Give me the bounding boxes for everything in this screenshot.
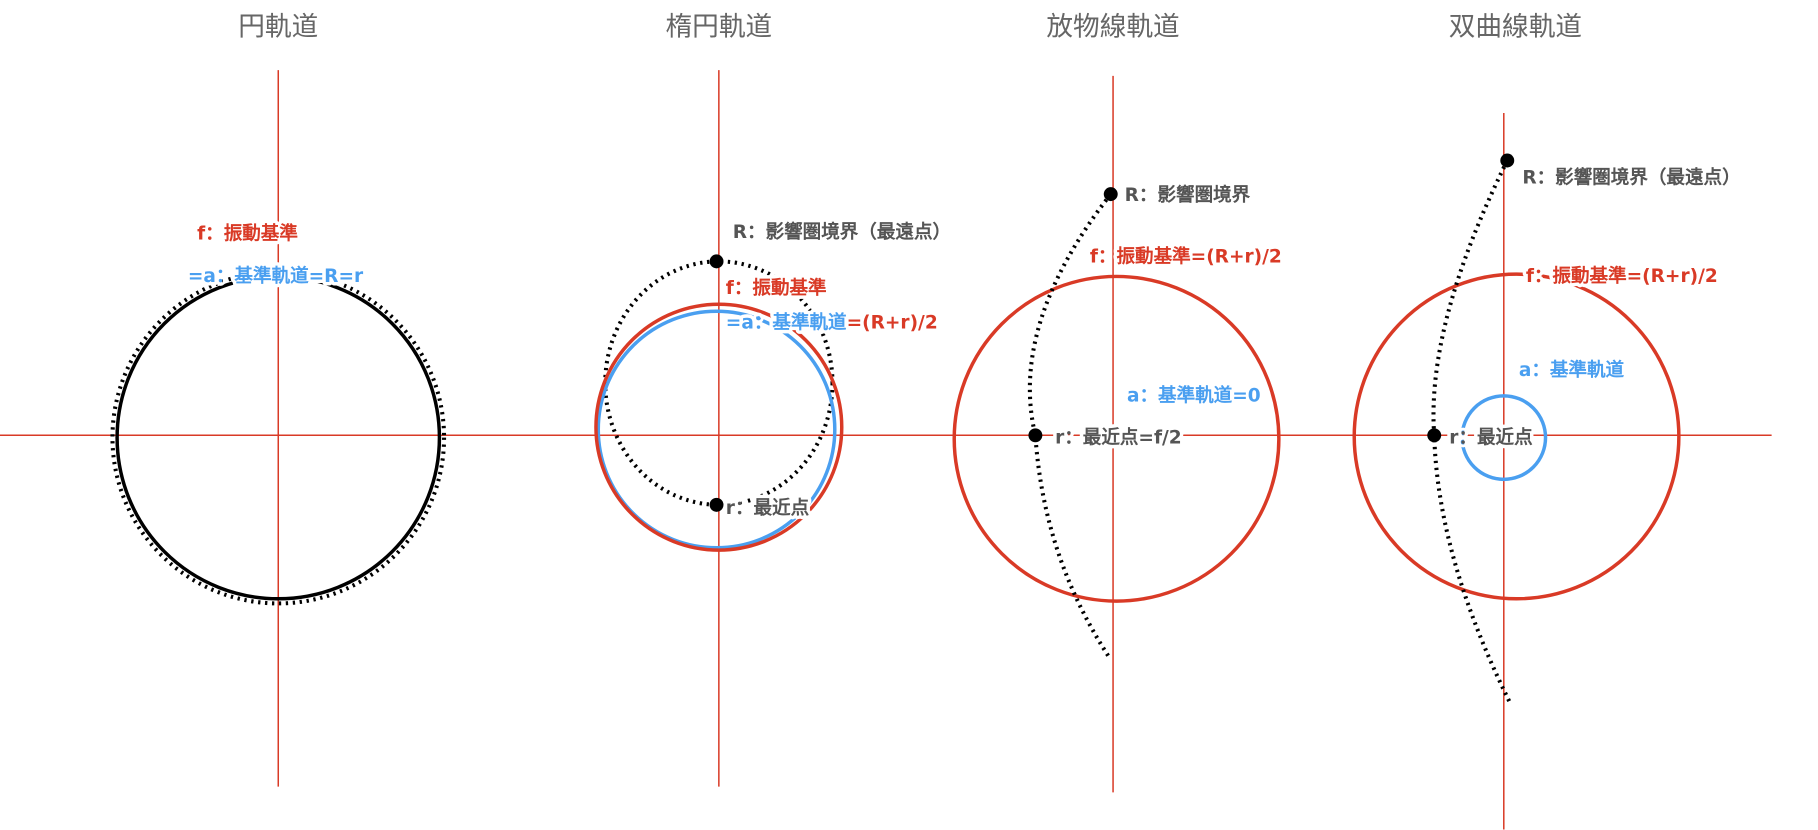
oscillation-reference-circle bbox=[952, 274, 1281, 603]
periapsis-point bbox=[709, 497, 724, 512]
influence-boundary-dotted bbox=[110, 269, 447, 606]
panel-circular-orbit: 円軌道 f：振動基準 =a：基準軌道=R=r bbox=[110, 11, 447, 787]
label-f: f：振動基準 bbox=[197, 222, 298, 244]
label-a: a：基準軌道=0 bbox=[1127, 385, 1261, 407]
panel-title: 放物線軌道 bbox=[1046, 11, 1179, 42]
orbit-circle bbox=[115, 274, 442, 601]
label-R: R：影響圏境界（最遠点） bbox=[1522, 167, 1740, 189]
apoapsis-point bbox=[709, 254, 724, 269]
label-r: r：最近点=f/2 bbox=[1055, 426, 1182, 448]
apoapsis-point bbox=[1500, 153, 1515, 168]
label-R: R：影響圏境界（最遠点） bbox=[733, 221, 951, 243]
label-a: =a：基準軌道=(R+r)/2 bbox=[726, 312, 938, 334]
label-f: f：振動基準=(R+r)/2 bbox=[1090, 246, 1282, 268]
panel-title: 双曲線軌道 bbox=[1449, 11, 1582, 42]
label-a: =a：基準軌道=R=r bbox=[188, 265, 364, 287]
label-R: R：影響圏境界 bbox=[1125, 184, 1251, 206]
apoapsis-point bbox=[1103, 187, 1118, 202]
label-r: r：最近点 bbox=[726, 497, 810, 519]
panel-title: 円軌道 bbox=[238, 11, 318, 42]
panel-title: 楕円軌道 bbox=[666, 11, 773, 42]
label-f: f：振動基準=(R+r)/2 bbox=[1526, 265, 1718, 287]
oscillation-reference-circle bbox=[1352, 272, 1681, 601]
panel-parabolic-orbit: 放物線軌道 R：影響圏境界 f：振動基準=(R+r)/2 a：基準軌道=0 r：… bbox=[952, 11, 1285, 793]
label-a-suffix: =(R+r)/2 bbox=[847, 313, 938, 334]
oscillation-reference-circle bbox=[594, 302, 844, 552]
base-orbit-circle bbox=[596, 309, 837, 550]
parabolic-trajectory-dotted bbox=[1027, 192, 1113, 660]
panel-elliptic-orbit: 楕円軌道 R：影響圏境界（最遠点） f：振動基準 =a：基準軌道=(R+r)/2… bbox=[594, 11, 955, 787]
base-orbit-circle bbox=[1460, 394, 1548, 482]
panel-hyperbolic-orbit: 双曲線軌道 R：影響圏境界（最遠点） f：振動基準=(R+r)/2 a：基準軌道… bbox=[1352, 11, 1744, 830]
label-r: r：最近点 bbox=[1449, 426, 1533, 448]
periapsis-point bbox=[1028, 428, 1043, 443]
periapsis-point bbox=[1427, 428, 1442, 443]
label-f: f：振動基準 bbox=[726, 277, 827, 299]
label-a-main: =a：基準軌道 bbox=[726, 312, 847, 334]
label-a: a：基準軌道 bbox=[1519, 359, 1625, 381]
